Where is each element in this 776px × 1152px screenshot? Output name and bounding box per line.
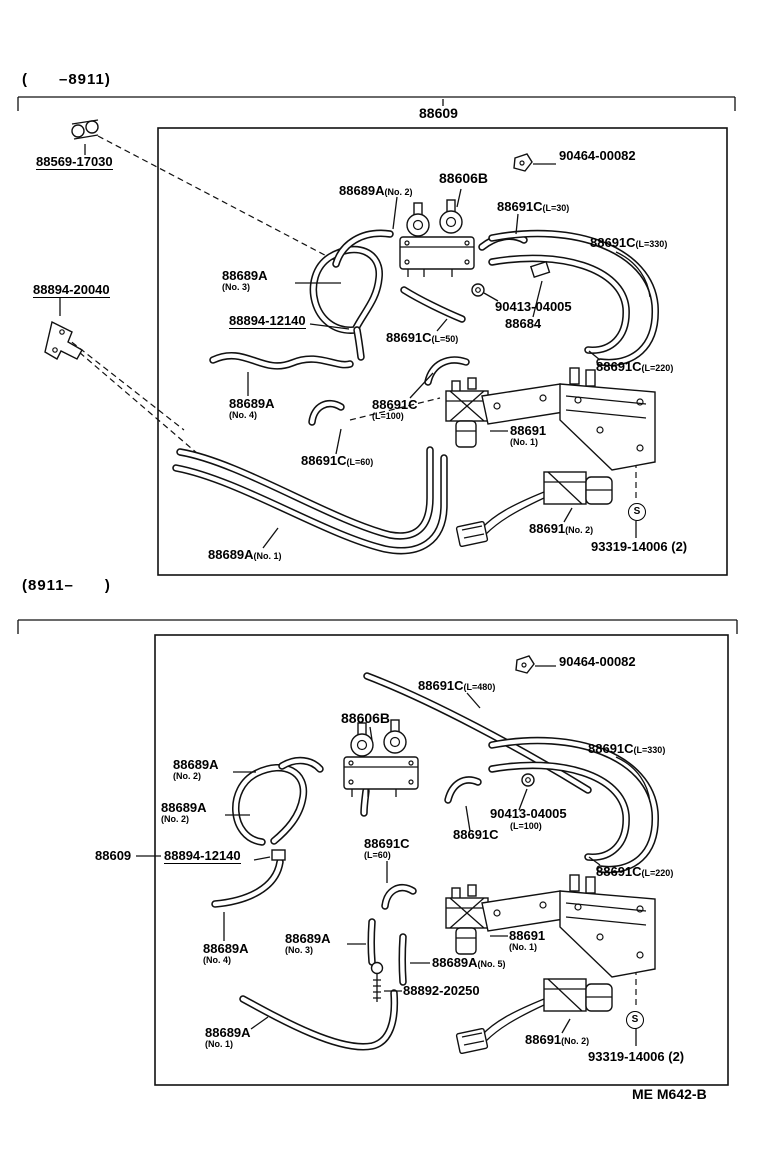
vsv-88691-no1-top bbox=[445, 377, 489, 448]
part-label-88691-no2-top: 88691(No. 2) bbox=[529, 521, 594, 536]
part-label-88691c-l30: 88691C(L=30) bbox=[497, 199, 570, 214]
valve-assembly-88606b-bottom bbox=[343, 719, 419, 797]
part-label-93319-14006-bottom: 93319-14006 (2) bbox=[588, 1049, 685, 1064]
clip-90464-part-top bbox=[513, 153, 533, 172]
part-label-88689a-no4-bottom: 88689A(No. 4) bbox=[203, 941, 249, 965]
part-label-88689a-no2-top: 88689A(No. 2) bbox=[339, 183, 413, 198]
part-label-90413-04005-bottom: 90413-04005 bbox=[490, 806, 567, 821]
part-label-l100-bottom: (L=100) bbox=[510, 821, 542, 831]
part-label-88894-12140-top: 88894-12140 bbox=[229, 313, 306, 329]
section-bracket-top bbox=[17, 96, 736, 111]
assembly-label-88609-bottom: 88609 bbox=[95, 848, 132, 863]
vsv-88691-no2-top bbox=[455, 471, 613, 548]
grommet-90413-part-bottom bbox=[521, 773, 535, 787]
part-label-88689a-no5: 88689A(No. 5) bbox=[432, 955, 506, 970]
part-label-88689a-no3-top: 88689A(No. 3) bbox=[222, 268, 268, 292]
section-header-pre8911: ( –8911) bbox=[22, 71, 111, 88]
s-marker-top: S bbox=[628, 503, 646, 521]
vsv-88691-no1-bottom bbox=[445, 884, 489, 955]
grommet-90413-part-top bbox=[471, 283, 485, 297]
part-label-88691c-mid-bottom: 88691C bbox=[453, 827, 499, 842]
part-label-90413-04005-top: 90413-04005 bbox=[495, 299, 572, 314]
vsv-88691-no2-bottom bbox=[455, 978, 613, 1055]
top-dashed-leaders bbox=[63, 135, 637, 501]
s-marker-bottom: S bbox=[626, 1011, 644, 1029]
part-label-88691c-l480: 88691C(L=480) bbox=[418, 678, 496, 693]
assembly-label-88609-top: 88609 bbox=[419, 105, 458, 121]
part-label-88689a-no3-bottom: 88689A(No. 3) bbox=[285, 931, 331, 955]
panel-bottom-box bbox=[154, 634, 729, 1086]
clamp-88894-12140-part-bottom bbox=[271, 849, 286, 861]
part-label-88684: 88684 bbox=[505, 316, 542, 331]
part-label-88691-no1-top: 88691(No. 1) bbox=[510, 423, 547, 447]
part-label-90464-00082-top: 90464-00082 bbox=[559, 148, 636, 163]
part-label-88691c-l220-bottom: 88691C(L=220) bbox=[596, 864, 674, 879]
part-label-88689a-no2a: 88689A(No. 2) bbox=[173, 757, 219, 781]
section-header-post8911: (8911– ) bbox=[22, 577, 111, 594]
clip-90464-part-bottom bbox=[515, 655, 535, 674]
part-label-88691c-l330-top: 88691C(L=330) bbox=[590, 235, 668, 250]
bottom-label-leaders bbox=[136, 665, 651, 1046]
screw-88892-part bbox=[370, 961, 384, 1002]
clamp-88569-part bbox=[71, 119, 99, 140]
section-bracket-bottom bbox=[17, 619, 738, 634]
part-label-93319-14006-top: 93319-14006 (2) bbox=[591, 539, 688, 554]
part-label-88892-20250: 88892-20250 bbox=[403, 983, 480, 998]
drawing-code: ME M642-B bbox=[632, 1086, 707, 1102]
part-label-88689a-no2b: 88689A(No. 2) bbox=[161, 800, 207, 824]
top-label-leaders bbox=[59, 144, 651, 549]
part-label-88689a-no1-bottom: 88689A(No. 1) bbox=[205, 1025, 251, 1049]
part-label-88691-no2-bottom: 88691(No. 2) bbox=[525, 1032, 590, 1047]
part-label-88606b-top: 88606B bbox=[439, 170, 489, 186]
part-label-88691c-l220-top: 88691C(L=220) bbox=[596, 359, 674, 374]
part-label-88691-no1-bottom: 88691(No. 1) bbox=[509, 928, 546, 952]
part-label-88691c-l60-bottom: 88691C(L=60) bbox=[364, 836, 410, 860]
part-label-88689a-no1-top: 88689A(No. 1) bbox=[208, 547, 282, 562]
mounting-bracket-top bbox=[481, 367, 656, 471]
part-label-88569-17030: 88569-17030 bbox=[36, 154, 113, 170]
part-label-88894-12140-bottom: 88894-12140 bbox=[164, 848, 241, 864]
clamp-88684-part bbox=[529, 260, 551, 279]
panel-top-box bbox=[157, 127, 728, 576]
valve-assembly-88606b-top bbox=[399, 199, 475, 277]
part-label-88691c-l100-top: 88691C(L=100) bbox=[372, 397, 418, 421]
part-label-88894-20040: 88894-20040 bbox=[33, 282, 110, 298]
part-label-88691c-l330-bottom: 88691C(L=330) bbox=[588, 741, 666, 756]
part-label-90464-00082-bottom: 90464-00082 bbox=[559, 654, 636, 669]
part-label-88689a-no4-top: 88689A(No. 4) bbox=[229, 396, 275, 420]
mounting-bracket-bottom bbox=[481, 874, 656, 978]
part-label-88691c-l50: 88691C(L=50) bbox=[386, 330, 459, 345]
part-label-88691c-l60-top: 88691C(L=60) bbox=[301, 453, 374, 468]
part-label-88606b-bottom: 88606B bbox=[341, 710, 391, 726]
bracket-88894-20040-part bbox=[44, 320, 83, 360]
